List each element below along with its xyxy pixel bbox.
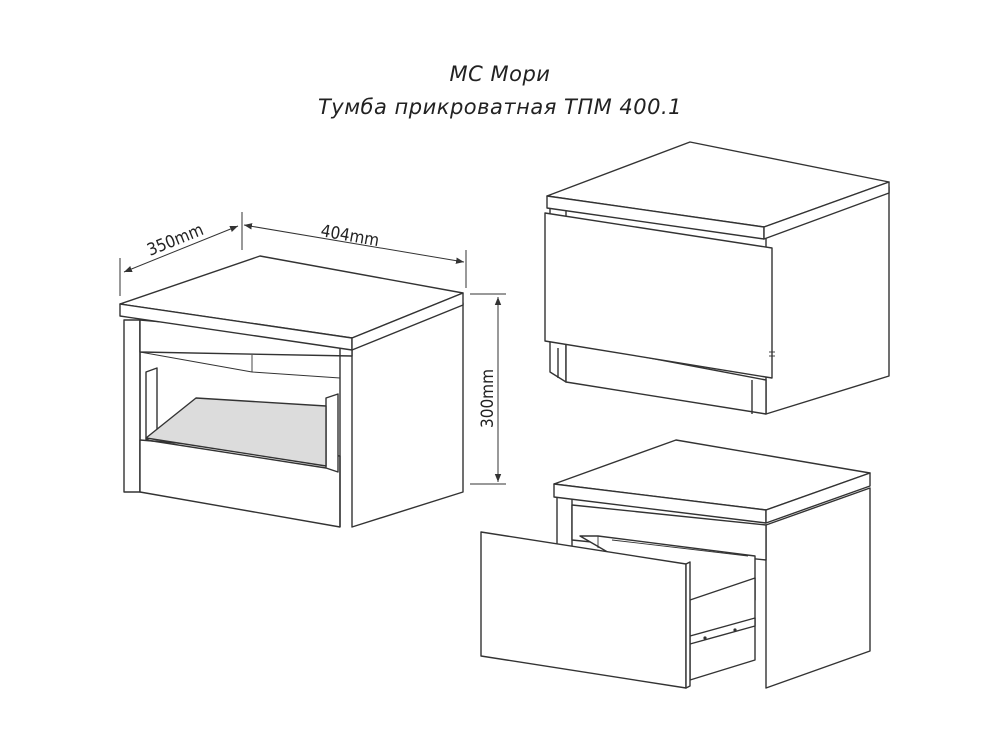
cabinet-drawer-out-view (480, 439, 871, 689)
diagram-title-product: Тумба прикроватная ТПМ 400.1 (317, 95, 683, 119)
cabinet-closed-view (544, 141, 890, 415)
dimension-depth-label: 350mm (144, 220, 206, 261)
dimension-width-label: 404mm (319, 221, 381, 251)
dimension-height: 300mm (470, 293, 506, 485)
dimension-height-label: 300mm (478, 369, 498, 428)
diagram-title-brand: МС Мори (449, 62, 551, 86)
cabinet-open-view (119, 255, 464, 528)
